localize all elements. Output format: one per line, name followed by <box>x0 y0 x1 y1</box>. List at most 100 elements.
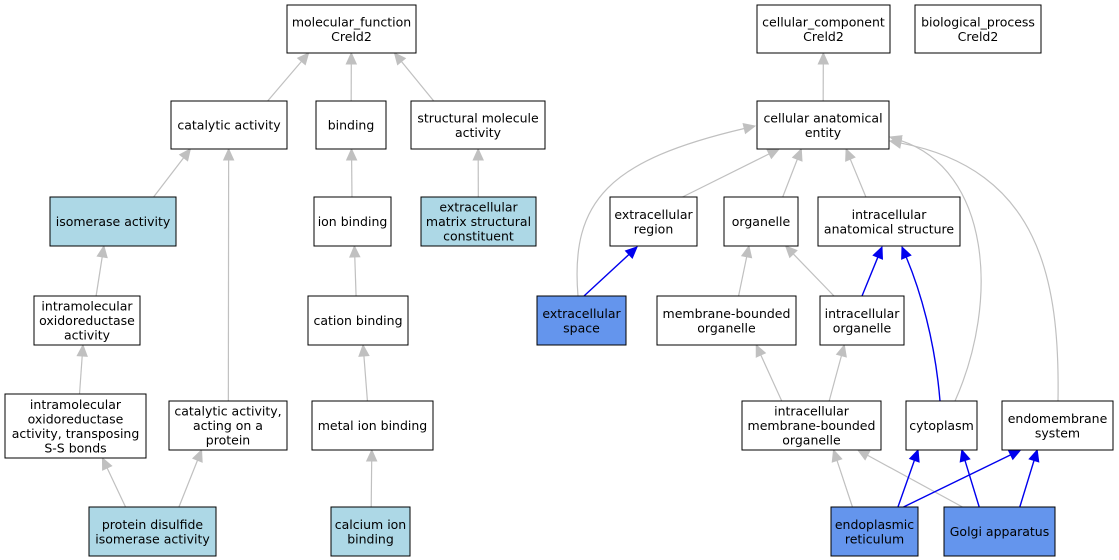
arrowhead-icon <box>1028 448 1040 463</box>
arrowhead-icon <box>888 137 903 149</box>
arrowhead-icon <box>959 448 971 463</box>
arrowhead-icon <box>784 245 798 259</box>
node-box <box>307 295 409 346</box>
arrowhead-icon <box>365 448 378 462</box>
node-label: Creld2 <box>331 29 372 44</box>
arrowhead-icon <box>901 245 912 260</box>
node-box <box>170 100 288 150</box>
node-label: Golgi apparatus <box>950 524 1050 539</box>
node-organelle[interactable]: organelle <box>723 196 799 247</box>
edge-metal-to-cation <box>363 355 369 402</box>
node-label: cation binding <box>313 313 402 328</box>
edge-cation-to-ionbind <box>354 256 357 297</box>
node-box <box>315 100 387 150</box>
edge-imbo-to-io <box>828 355 843 402</box>
node-box <box>817 196 961 247</box>
node-label: activity <box>64 328 111 343</box>
edge-isomerase-to-catalytic <box>153 157 185 198</box>
node-ionbind[interactable]: ion binding <box>313 196 392 247</box>
node-label: organelle <box>732 214 791 229</box>
node-isomerase[interactable]: isomerase activity <box>49 196 177 247</box>
node-label: protein <box>206 433 250 448</box>
node-label: intracellular <box>852 207 928 222</box>
node-label: intramolecular <box>30 397 122 412</box>
edge-io-to-organelle <box>792 253 835 297</box>
node-label: Creld2 <box>958 29 999 44</box>
node-label: isomerase activity <box>56 214 171 229</box>
edge-ecregion-to-cae <box>682 153 770 198</box>
node-label: acting on a <box>193 418 263 433</box>
edge-er-to-endomem <box>903 454 1011 508</box>
node-box <box>819 295 905 346</box>
arrowhead-icon <box>296 52 310 66</box>
node-label: activity, transposing <box>12 426 140 441</box>
arrowhead-icon <box>624 246 638 260</box>
node-label: organelle <box>697 320 756 335</box>
node-label: protein disulfide <box>102 517 204 532</box>
arrowhead-icon <box>191 448 203 463</box>
node-label: Creld2 <box>803 29 844 44</box>
edge-er-to-imbo <box>836 460 854 508</box>
node-label: constituent <box>443 229 514 244</box>
node-label: ion binding <box>318 214 388 229</box>
arrowhead-icon <box>755 343 767 358</box>
node-box <box>830 506 919 557</box>
node-cation[interactable]: cation binding <box>307 295 409 346</box>
node-box <box>330 506 411 557</box>
node-box <box>1001 400 1114 451</box>
node-label: oxidoreductase <box>39 313 135 328</box>
node-catalytic[interactable]: catalytic activity <box>170 100 288 150</box>
arrowhead-icon <box>856 449 871 461</box>
node-label: space <box>563 320 600 335</box>
edge-pdi-to-catprot <box>178 460 199 508</box>
node-binding[interactable]: binding <box>315 100 387 150</box>
node-box <box>420 196 537 247</box>
node-box <box>723 196 799 247</box>
edge-imbo-to-mbo <box>760 354 783 402</box>
arrowhead-icon <box>835 343 847 358</box>
node-label: catalytic activity <box>177 118 281 133</box>
edge-golgi-to-endomem <box>1019 460 1035 508</box>
node-box <box>756 100 890 150</box>
node-label: binding <box>328 118 375 133</box>
node-box <box>410 100 546 150</box>
node-label: organelle <box>833 320 892 335</box>
node-label: reticulum <box>845 531 904 546</box>
node-cytoplasm[interactable]: cytoplasm <box>905 400 978 451</box>
node-label: anatomical structure <box>824 221 954 236</box>
node-metal[interactable]: metal ion binding <box>311 400 434 451</box>
node-box <box>656 295 797 346</box>
node-label: membrane-bounded <box>663 306 791 321</box>
edges-layer <box>76 51 1059 508</box>
node-box <box>49 196 177 247</box>
arrowhead-icon <box>742 123 757 135</box>
node-golgi[interactable]: Golgi apparatus <box>943 506 1056 557</box>
arrowhead-icon <box>349 244 361 258</box>
node-label: membrane-bounded <box>748 418 876 433</box>
arrowhead-icon <box>222 147 235 161</box>
node-label: region <box>634 221 674 236</box>
edge-io-to-ias <box>861 256 879 297</box>
edge-mbo-to-organelle <box>737 256 748 297</box>
